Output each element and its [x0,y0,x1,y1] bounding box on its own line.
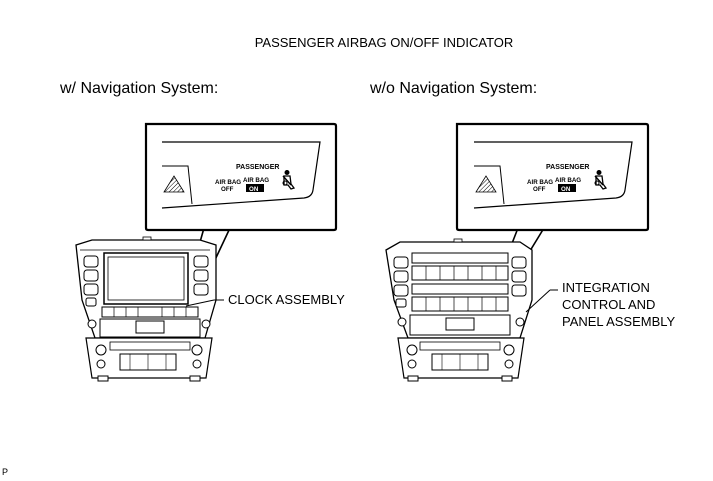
integration-panel-label-line: PANEL ASSEMBLY [562,314,676,329]
left-unit [75,122,338,382]
figure-id: P [2,467,9,477]
integration-panel-label: INTEGRATION CONTROL AND PANEL ASSEMBLY [562,279,702,330]
airbag-on-line2: ON [249,186,259,193]
passenger-label: PASSENGER [546,164,589,171]
airbag-on-line1: AIR BAG [243,177,269,184]
airbag-off-line1: AIR BAG [215,179,241,186]
clock-assembly-label: CLOCK ASSEMBLY [228,292,345,307]
passenger-label: PASSENGER [236,164,279,171]
right-unit [385,122,650,382]
right-indicator: PASSENGER AIR BAG OFF AIR BAG ON [527,164,608,193]
airbag-on-line1: AIR BAG [555,177,581,184]
airbag-on-box [246,184,264,192]
hazard-icon [475,175,497,193]
airbag-off-line2: OFF [221,186,234,193]
seatbelt-passenger-icon [282,170,296,190]
airbag-off-line1: AIR BAG [527,179,553,186]
integration-panel-label-line: INTEGRATION [562,280,650,295]
diagram-title: PASSENGER AIRBAG ON/OFF INDICATOR [254,35,514,50]
hazard-icon [163,175,185,193]
integration-panel-label-line: CONTROL AND [562,297,656,312]
airbag-off-line2: OFF [533,186,546,193]
left-panel-header: w/ Navigation System: [60,80,219,97]
seatbelt-passenger-icon [594,170,608,190]
left-indicator: PASSENGER AIR BAG OFF AIR BAG ON [215,164,296,193]
airbag-on-line2: ON [561,186,571,193]
right-panel-header: w/o Navigation System: [370,80,538,97]
airbag-on-box [558,184,576,192]
